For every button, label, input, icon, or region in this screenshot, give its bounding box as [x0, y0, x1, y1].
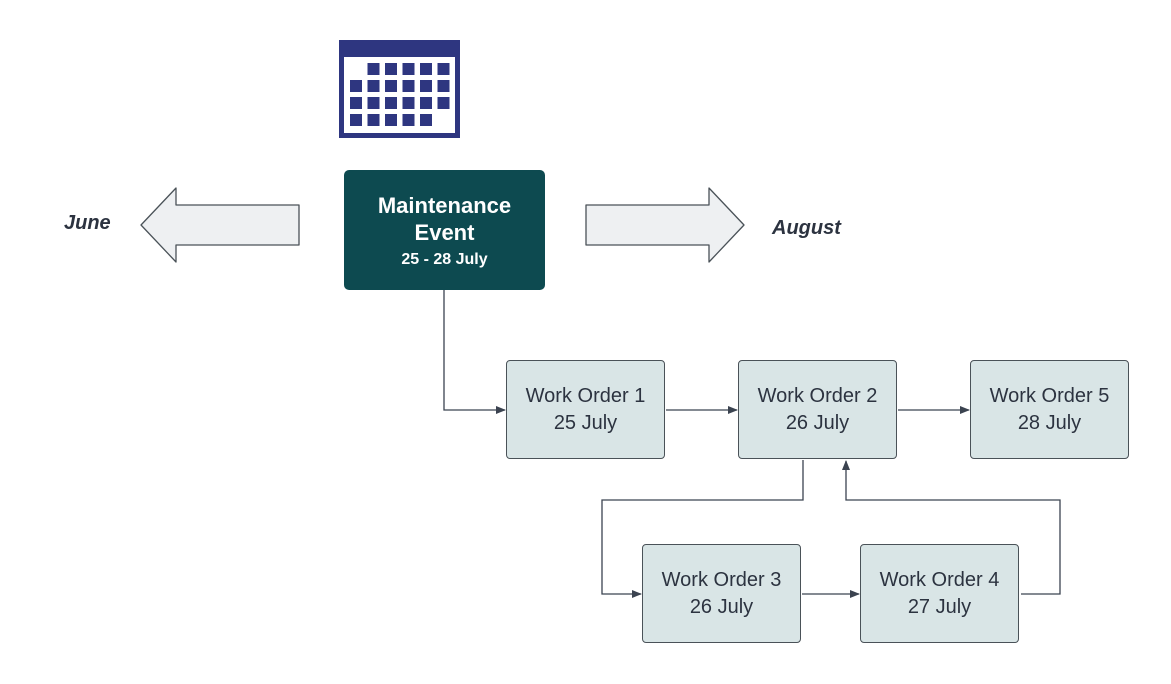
calendar-cell — [367, 80, 380, 92]
calendar-cell — [420, 97, 432, 109]
work-order-label: Work Order 2 — [757, 384, 878, 407]
work-order-label: Work Order 5 — [989, 384, 1110, 407]
calendar-cell — [350, 80, 362, 92]
event-dates: 25 - 28 July — [401, 250, 488, 268]
calendar-cell — [385, 97, 397, 109]
calendar-cell — [367, 97, 380, 109]
calendar-cell — [437, 80, 450, 92]
connector-event-wo1 — [443, 290, 506, 414]
calendar-cell — [402, 97, 415, 109]
calendar-cell — [402, 63, 415, 75]
connector-wo2-wo3 — [601, 460, 804, 598]
calendar-cell — [420, 114, 432, 126]
calendar-cell — [402, 114, 415, 126]
work-order-date: 25 July — [553, 411, 618, 434]
calendar-cell — [350, 97, 362, 109]
work-order-3: Work Order 3 26 July — [642, 544, 801, 643]
calendar-cell — [437, 63, 450, 75]
calendar-cell — [367, 63, 380, 75]
work-order-date: 26 July — [689, 595, 754, 618]
work-order-2: Work Order 2 26 July — [738, 360, 897, 459]
work-order-5: Work Order 5 28 July — [970, 360, 1129, 459]
work-order-label: Work Order 4 — [879, 568, 1000, 591]
work-order-label: Work Order 1 — [525, 384, 646, 407]
event-title: Maintenance Event — [377, 192, 512, 245]
right-arrow-icon — [585, 187, 745, 263]
calendar-cell — [385, 63, 397, 75]
calendar-cell — [385, 80, 397, 92]
calendar-cell — [350, 114, 362, 126]
left-arrow-icon — [140, 187, 300, 263]
calendar-cell — [385, 114, 397, 126]
calendar-cell — [420, 80, 432, 92]
calendar-cell — [367, 114, 380, 126]
work-order-label: Work Order 3 — [661, 568, 782, 591]
work-order-date: 26 July — [785, 411, 850, 434]
work-order-date: 28 July — [1017, 411, 1082, 434]
work-order-4: Work Order 4 27 July — [860, 544, 1019, 643]
next-month-label: August — [772, 217, 841, 239]
connector-wo4-wo2 — [842, 460, 1061, 595]
calendar-icon — [339, 40, 460, 138]
calendar-cell — [402, 80, 415, 92]
maintenance-event-box: Maintenance Event 25 - 28 July — [344, 170, 545, 290]
calendar-cell — [437, 97, 450, 109]
work-order-1: Work Order 1 25 July — [506, 360, 665, 459]
previous-month-label: June — [64, 212, 111, 234]
work-order-date: 27 July — [907, 595, 972, 618]
calendar-cell — [420, 63, 432, 75]
